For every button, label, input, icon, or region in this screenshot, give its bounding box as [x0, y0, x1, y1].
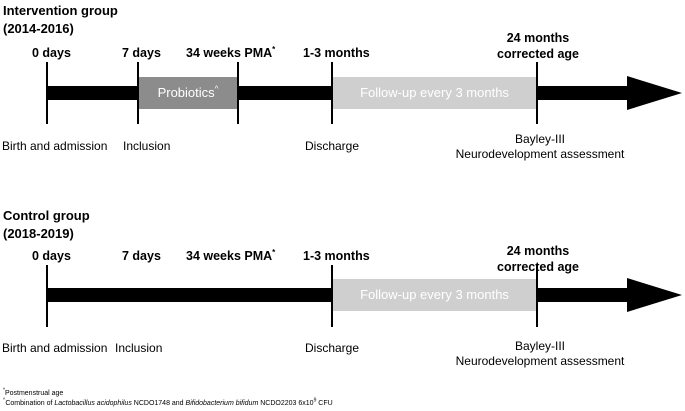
intervention-tick-0-days: [46, 62, 48, 124]
probiotics-label: Probiotics: [157, 85, 215, 100]
pma-footnote-mark: *: [272, 44, 276, 54]
control-title-line2: (2018-2019): [3, 226, 74, 241]
control-milestone-34-weeks-pma: 34 weeks PMA*: [186, 248, 275, 264]
intervention-milestone-0-days: 0 days: [32, 46, 71, 60]
bayley-line1: Bayley-III: [514, 132, 565, 146]
intervention-timeline-arrowhead: [627, 76, 682, 110]
control-milestone-0-days: 0 days: [32, 249, 71, 263]
footnote-text: Combination of: [5, 400, 55, 407]
intervention-event-discharge: Discharge: [305, 139, 360, 153]
intervention-event-birth: Birth and admission: [2, 139, 108, 153]
control-event-inclusion: Inclusion: [115, 341, 163, 355]
footnote-text: CFU: [316, 400, 333, 407]
intervention-tick-7-days: [137, 62, 139, 124]
footnote-probiotic-combination: ^Combination of Lactobacillus acidophilu…: [3, 397, 333, 409]
control-milestone-1-3-months: 1-3 months: [303, 249, 370, 263]
control-event-bayley: Bayley-III Neurodevelopment assessment: [445, 339, 635, 369]
intervention-event-inclusion: Inclusion: [123, 139, 171, 153]
intervention-title-line1: Intervention group: [3, 3, 118, 18]
intervention-milestone-24-months: 24 months corrected age: [478, 30, 598, 62]
footnote-text: Postmenstrual age: [4, 390, 64, 397]
bayley-line1: Bayley-III: [514, 339, 565, 353]
probiotics-footnote-mark: ^: [214, 84, 219, 94]
control-tick-1-3-months: [331, 265, 333, 327]
control-followup-box: Follow-up every 3 months: [333, 279, 536, 311]
footnote-mark: *: [3, 387, 5, 394]
control-tick-0-days: [46, 265, 48, 327]
species-lactobacillus: Lactobacillus acidophilus: [54, 400, 132, 407]
intervention-event-bayley: Bayley-III Neurodevelopment assessment: [445, 132, 635, 162]
species-bifidobacterium: Bifidobacterium bifidum: [185, 400, 259, 407]
pma-text: 34 weeks PMA: [186, 46, 273, 60]
footnote-text: NCDO1748 and: [131, 400, 186, 407]
control-milestone-24-months: 24 months corrected age: [478, 243, 598, 275]
intervention-followup-box: Follow-up every 3 months: [333, 77, 536, 109]
footnote-exponent: 9: [313, 397, 317, 404]
end-line1: 24 months: [506, 31, 570, 45]
pma-text: 34 weeks PMA: [186, 249, 273, 263]
control-title-line1: Control group: [3, 208, 90, 223]
intervention-milestone-7-days: 7 days: [122, 46, 161, 60]
probiotics-period-box: Probiotics^: [139, 77, 237, 109]
control-timeline-arrowhead: [627, 278, 682, 312]
end-line2: corrected age: [497, 47, 579, 61]
control-milestone-7-days: 7 days: [122, 249, 161, 263]
intervention-title-line2: (2014-2016): [3, 21, 74, 36]
footnote-text: NCDO2203 6x10: [258, 400, 314, 407]
intervention-tick-1-3-months: [331, 62, 333, 124]
intervention-milestone-1-3-months: 1-3 months: [303, 46, 370, 60]
pma-footnote-mark: *: [272, 247, 276, 257]
control-event-discharge: Discharge: [305, 341, 360, 355]
control-tick-24-months: [536, 265, 538, 327]
footnote-postmenstrual-age: *Postmenstrual age: [3, 387, 64, 399]
footnote-mark: ^: [3, 397, 6, 404]
bayley-line2: Neurodevelopment assessment: [455, 354, 625, 368]
intervention-tick-34-weeks: [237, 62, 239, 124]
bayley-line2: Neurodevelopment assessment: [455, 147, 625, 161]
control-event-birth: Birth and admission: [2, 341, 108, 355]
end-line2: corrected age: [497, 260, 579, 274]
intervention-milestone-34-weeks-pma: 34 weeks PMA*: [186, 45, 275, 61]
intervention-tick-24-months: [536, 62, 538, 124]
end-line1: 24 months: [506, 244, 570, 258]
